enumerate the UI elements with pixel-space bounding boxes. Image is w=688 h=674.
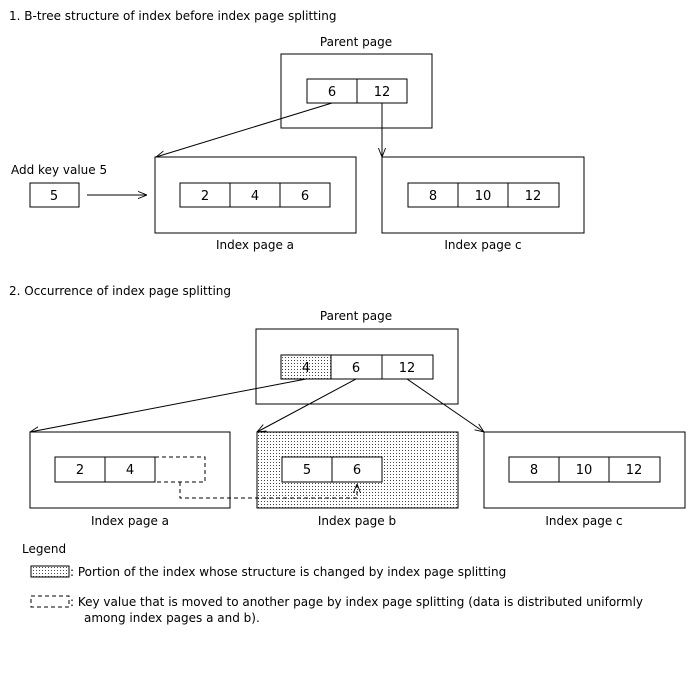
key-cell xyxy=(331,456,383,483)
page-label: Index page a xyxy=(91,514,169,528)
key-value: 10 xyxy=(576,463,593,478)
page-label: Index page c xyxy=(545,514,622,528)
page-label: Index page b xyxy=(318,514,396,528)
pointer-arrow xyxy=(30,378,307,432)
key-value: 12 xyxy=(374,85,391,100)
section2-parent-page: Parent page 4 6 12 xyxy=(255,309,459,405)
new-key-cell xyxy=(29,182,80,208)
key-cell xyxy=(407,182,459,208)
key-cell xyxy=(229,182,281,208)
legend-moved-text-line2: among index pages a and b). xyxy=(84,611,260,625)
key-value: 2 xyxy=(76,463,84,478)
key-cell xyxy=(558,456,610,483)
key-value: 4 xyxy=(251,189,259,204)
section2-index-page-c: 8 10 12 Index page c xyxy=(483,431,686,528)
key-value: 2 xyxy=(201,189,209,204)
key-cell xyxy=(608,456,661,483)
legend: Legend : Portion of the index whose stru… xyxy=(22,542,643,625)
key-cell xyxy=(104,456,156,483)
key-value: 12 xyxy=(525,189,542,204)
key-cell xyxy=(179,182,231,208)
pointer-arrow xyxy=(156,102,333,157)
key-cell xyxy=(330,354,383,380)
section2-title: 2. Occurrence of index page splitting xyxy=(9,284,231,298)
legend-title: Legend xyxy=(22,542,66,556)
key-value: 5 xyxy=(50,189,58,204)
key-value: 12 xyxy=(626,463,643,478)
section1-parent-label: Parent page xyxy=(320,35,392,49)
changed-key-cell xyxy=(280,354,332,380)
pointer-arrow xyxy=(257,378,357,432)
page-label: Index page a xyxy=(216,238,294,252)
section2-index-page-b: 5 6 Index page b xyxy=(256,431,459,528)
key-value: 8 xyxy=(530,463,538,478)
legend-changed-text: : Portion of the index whose structure i… xyxy=(70,565,506,579)
legend-dashed-swatch xyxy=(30,595,70,608)
key-cell xyxy=(507,182,560,208)
key-value: 6 xyxy=(353,463,361,478)
key-value: 6 xyxy=(328,85,336,100)
key-value: 12 xyxy=(399,361,416,376)
section2-parent-label: Parent page xyxy=(320,309,392,323)
key-cell xyxy=(279,182,331,208)
pointer-arrow xyxy=(406,378,484,432)
key-cell xyxy=(457,182,509,208)
key-value: 4 xyxy=(302,361,310,376)
page-label: Index page c xyxy=(444,238,521,252)
key-value: 4 xyxy=(126,463,134,478)
legend-hatch-swatch xyxy=(30,565,70,578)
key-value: 6 xyxy=(301,189,309,204)
key-value: 6 xyxy=(352,361,360,376)
section1-parent-page: Parent page 6 12 xyxy=(280,35,433,129)
key-value: 5 xyxy=(303,463,311,478)
section1-index-page-a: 2 4 6 Index page a xyxy=(154,156,357,252)
key-cell xyxy=(306,78,358,104)
key-value: 8 xyxy=(429,189,437,204)
section1-title: 1. B-tree structure of index before inde… xyxy=(9,9,336,23)
move-key-arrow xyxy=(179,482,357,499)
add-key-label: Add key value 5 xyxy=(11,163,107,177)
section1-add-key: Add key value 5 5 xyxy=(11,163,147,208)
key-cell xyxy=(54,456,106,483)
section1-index-page-c: 8 10 12 Index page c xyxy=(381,156,585,252)
section2-index-page-a: 2 4 Index page a xyxy=(29,431,231,528)
key-value: 10 xyxy=(475,189,492,204)
legend-moved-text-line1: : Key value that is moved to another pag… xyxy=(70,595,643,609)
